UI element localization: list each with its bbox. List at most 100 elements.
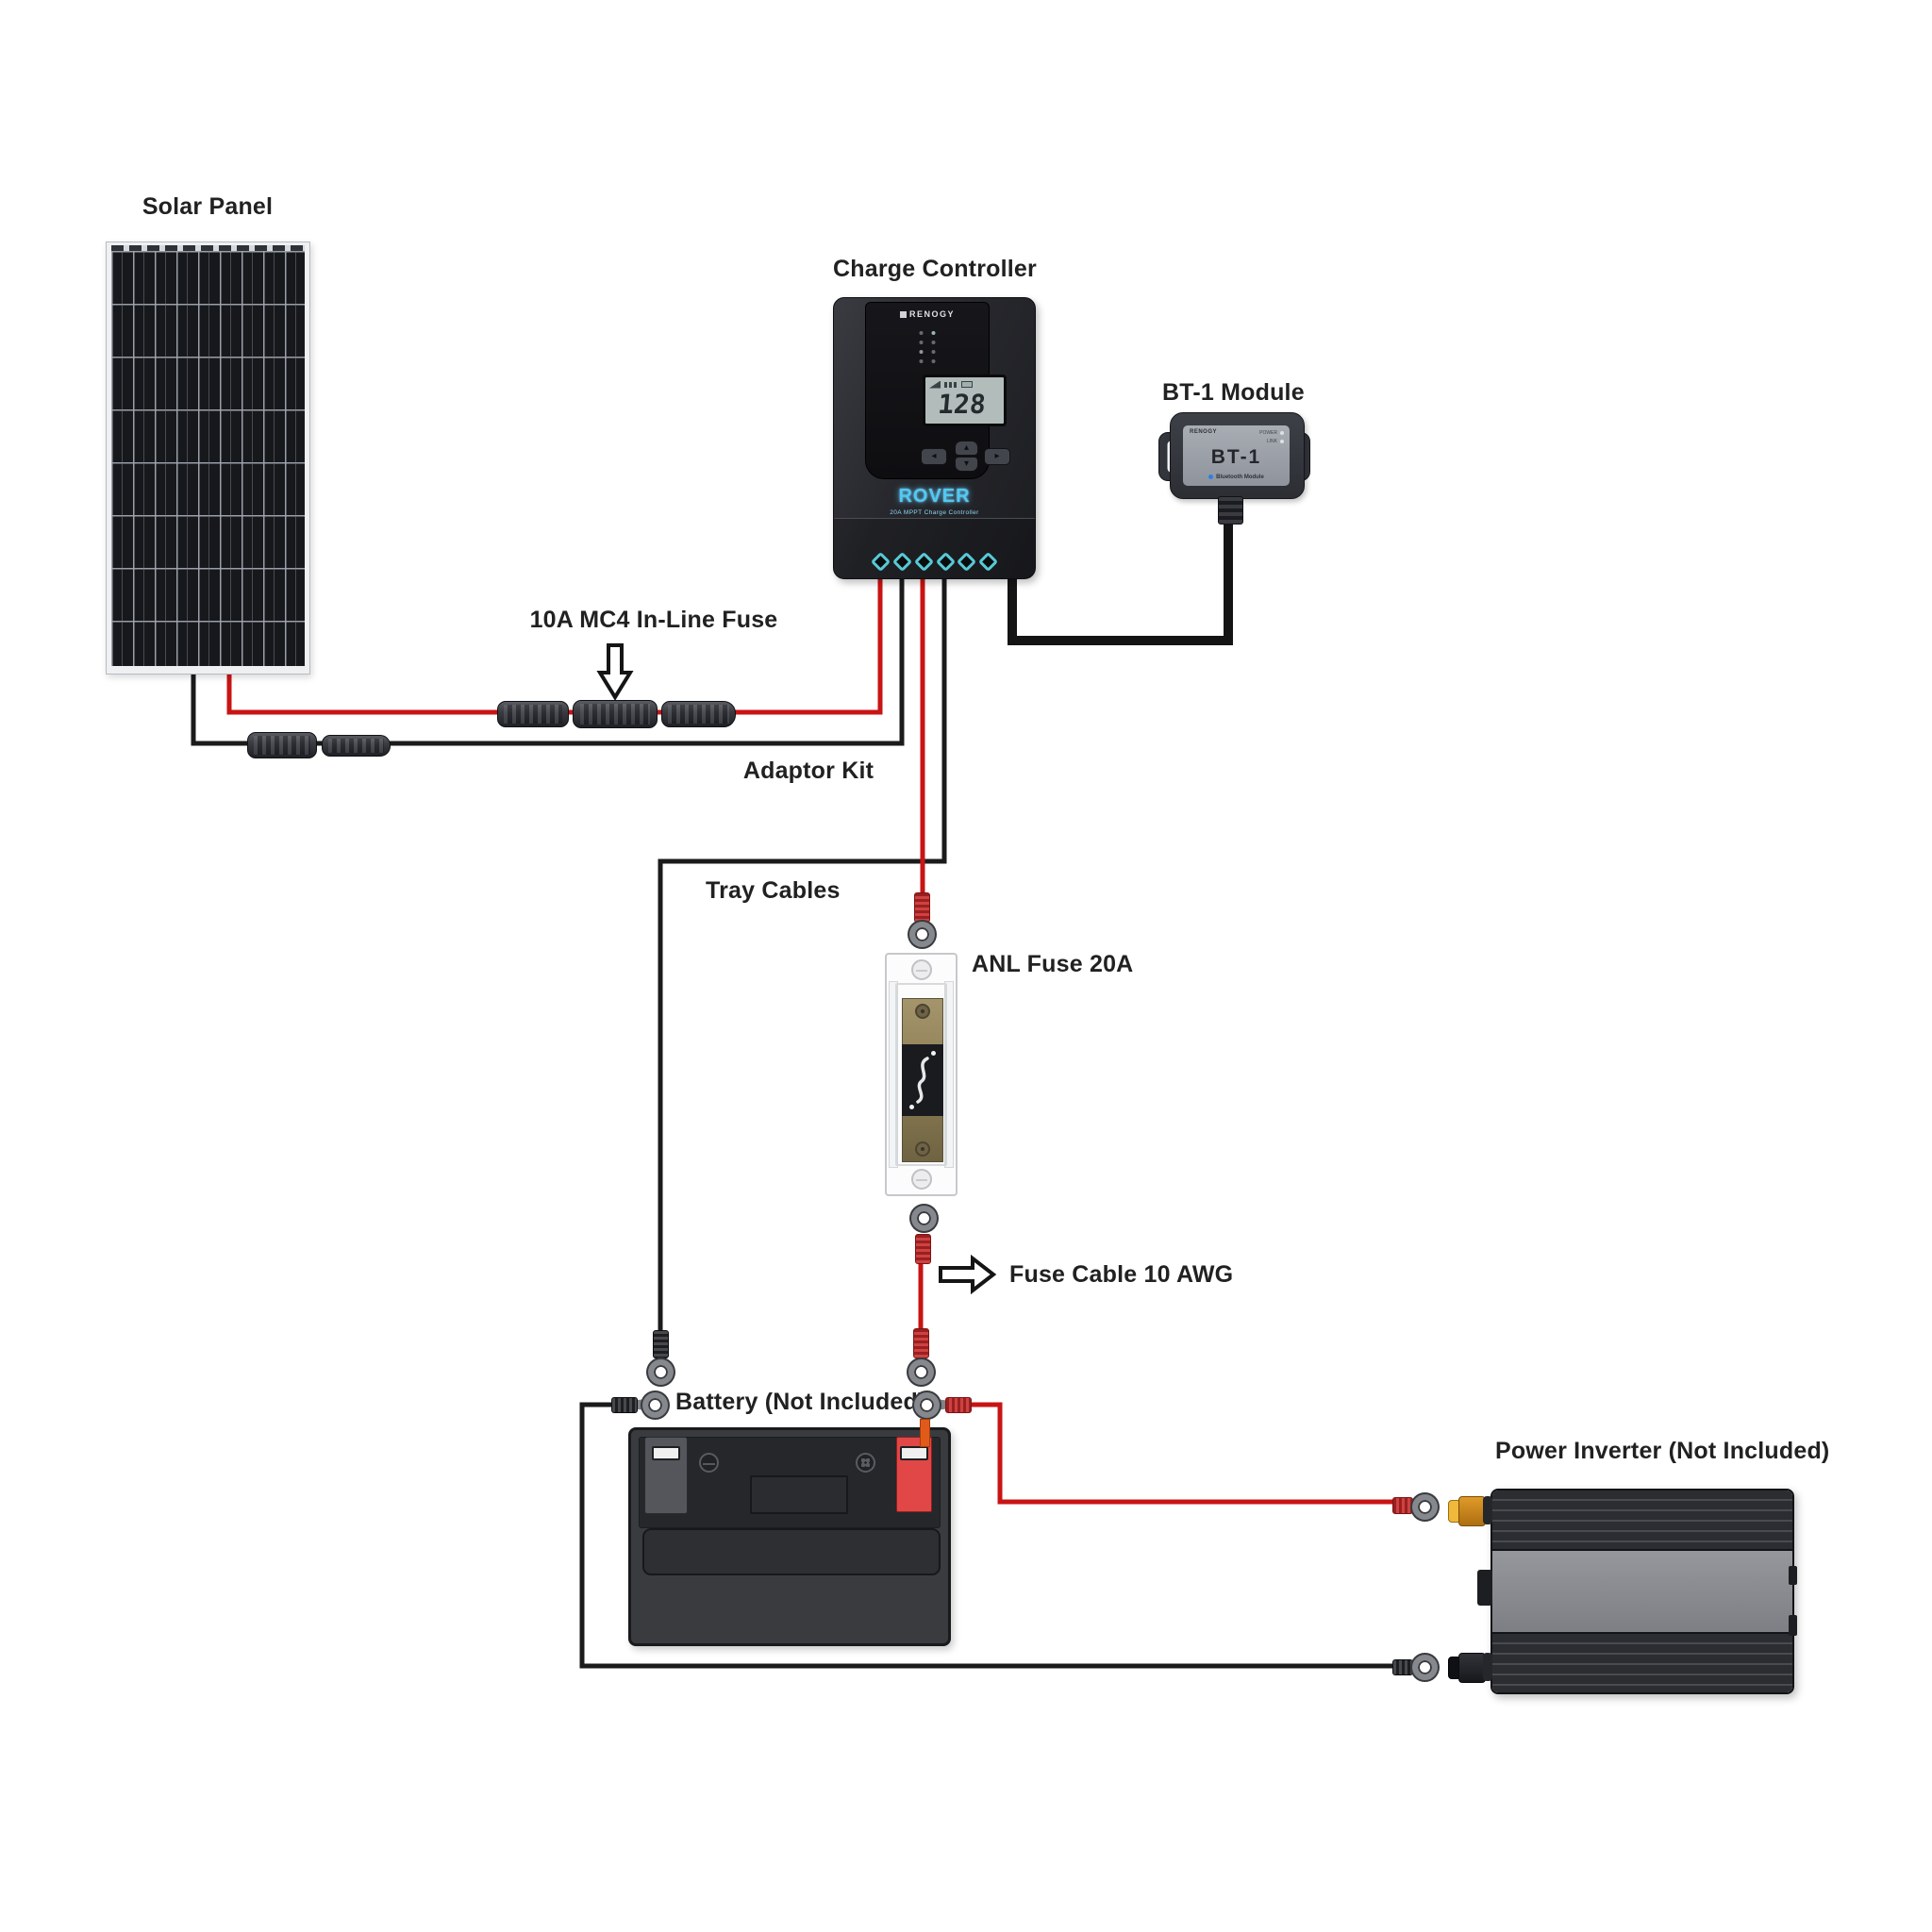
battery-screw-left — [699, 1453, 719, 1473]
heat-shrink-black — [1392, 1659, 1413, 1675]
heat-shrink-black — [653, 1330, 669, 1358]
holder-rail-left — [889, 981, 898, 1168]
status-led-grid — [919, 331, 936, 363]
down-arrow-icon — [596, 643, 634, 701]
battery-negative-terminal — [644, 1437, 688, 1514]
mc4-adaptor-connector-female — [247, 732, 317, 758]
bt1-cable-strain-relief — [1218, 496, 1243, 525]
ring-terminal — [642, 1392, 668, 1418]
bt1-communication-cable — [1008, 514, 1233, 645]
lcd-status-icons — [929, 380, 1000, 389]
ring-terminal — [1412, 1494, 1438, 1520]
tray-cables-label: Tray Cables — [706, 877, 841, 904]
bt1-faceplate: RENOGY POWER LINK BT-1 Bluetooth Module — [1183, 425, 1290, 486]
fuse-cable-label: Fuse Cable 10 AWG — [1009, 1261, 1234, 1288]
inverter-positive-wire — [937, 1402, 1417, 1505]
inverter-negative-post — [1458, 1653, 1486, 1683]
left-arrow-button: ◂ — [921, 448, 947, 465]
bt1-brand-text: RENOGY — [1190, 429, 1218, 435]
bt1-subtitle: Bluetooth Module — [1183, 474, 1290, 480]
lcd-reading: 128 — [936, 389, 988, 420]
solar-panel-label: Solar Panel — [142, 193, 274, 220]
heat-shrink-red — [915, 1234, 931, 1264]
battery-positive-terminal — [896, 1437, 932, 1512]
inverter-side-switch — [1477, 1570, 1492, 1606]
tray-cable-negative — [658, 566, 947, 1334]
inverter-side-tab — [1789, 1615, 1797, 1636]
renogy-logo-icon — [899, 311, 907, 319]
heat-shrink-red — [1392, 1497, 1413, 1514]
bt1-status-leds: POWER LINK — [1259, 429, 1284, 446]
lcd-display: 128 — [923, 375, 1007, 426]
heat-shrink-red — [945, 1397, 972, 1413]
up-arrow-button: ▴ — [955, 441, 978, 456]
ring-terminal — [914, 1392, 940, 1418]
power-led — [1280, 430, 1284, 435]
inverter-body — [1492, 1551, 1792, 1632]
heat-shrink-red — [914, 892, 930, 923]
rover-model-subtitle: 20A MPPT Charge Controller — [890, 509, 979, 516]
lcd-battery-icon — [961, 381, 973, 388]
power-inverter-label: Power Inverter (Not Included) — [1495, 1438, 1830, 1464]
mc4-adaptor-connector-male — [322, 735, 391, 757]
charge-controller: RENOGY 128 ◂ ▴ ▾ ▸ ROVER 20A MPPT Ch — [833, 297, 1036, 579]
inverter-negative-post-collar — [1483, 1653, 1492, 1681]
charge-controller-label: Charge Controller — [833, 256, 1037, 282]
heat-shrink-red — [913, 1328, 929, 1358]
battery-label-recess — [750, 1475, 848, 1514]
mc4-fuse-connector-left — [497, 701, 569, 727]
ring-terminal — [1412, 1655, 1438, 1680]
anl-fuse-holder — [885, 953, 958, 1196]
mc4-inline-fuse-holder — [573, 700, 658, 728]
rover-model-text: ROVER — [898, 486, 971, 507]
solar-panel — [106, 242, 310, 675]
ring-terminal — [648, 1359, 674, 1385]
ring-terminal — [909, 922, 935, 947]
lcd-solar-icon — [929, 380, 941, 389]
holder-screw-bottom — [910, 1169, 932, 1190]
battery-label: Battery (Not Included) — [675, 1389, 926, 1415]
bt1-name-text: BT-1 — [1210, 446, 1262, 468]
holder-rail-right — [944, 981, 954, 1168]
bluetooth-icon — [1208, 474, 1214, 479]
lcd-signal-icon — [944, 381, 958, 388]
link-led — [1280, 439, 1284, 443]
holder-screw-top — [910, 959, 932, 980]
inverter-positive-post — [1458, 1496, 1486, 1526]
controller-face-panel: RENOGY 128 ◂ ▴ ▾ ▸ — [865, 302, 1010, 479]
mc4-inline-fuse-label: 10A MC4 In-Line Fuse — [529, 607, 778, 633]
bt1-module-label: BT-1 Module — [1162, 379, 1305, 406]
inverter-positive-post-collar — [1483, 1496, 1492, 1524]
fuse-element-icon — [916, 1057, 929, 1104]
heat-shrink-black — [611, 1397, 638, 1413]
holder-window — [895, 983, 947, 1166]
mc4-fuse-connector-right — [661, 701, 736, 727]
battery-positive-stub — [920, 1419, 930, 1447]
inverter-side-tab — [1789, 1566, 1797, 1585]
pv-negative-wire — [191, 566, 905, 746]
anl-fuse-label: ANL Fuse 20A — [972, 951, 1134, 977]
ring-terminal — [911, 1206, 937, 1231]
solar-panel-cells — [111, 251, 305, 666]
right-arrow-button: ▸ — [984, 448, 1010, 465]
solar-panel-junction-strip — [111, 245, 305, 251]
terminal-slot — [652, 1446, 680, 1460]
down-arrow-button: ▾ — [955, 457, 978, 472]
battery-screw-right — [856, 1453, 875, 1473]
inverter-top-fins — [1492, 1491, 1792, 1551]
bt1-module: RENOGY POWER LINK BT-1 Bluetooth Module — [1170, 412, 1305, 499]
terminal-slot — [900, 1446, 928, 1460]
ring-terminal — [908, 1359, 934, 1385]
fuse-element-window — [902, 1044, 943, 1116]
battery-lid — [642, 1528, 941, 1575]
controller-buttons: ◂ ▴ ▾ ▸ — [921, 441, 1010, 473]
controller-lower-housing — [834, 518, 1035, 578]
right-arrow-icon — [939, 1254, 997, 1295]
adaptor-kit-label: Adaptor Kit — [742, 758, 874, 784]
power-inverter — [1491, 1489, 1794, 1694]
fuse-bolt-top — [915, 1004, 930, 1019]
pv-positive-wire — [226, 566, 883, 715]
fuse-bolt-bottom — [915, 1141, 930, 1157]
battery — [628, 1427, 951, 1646]
